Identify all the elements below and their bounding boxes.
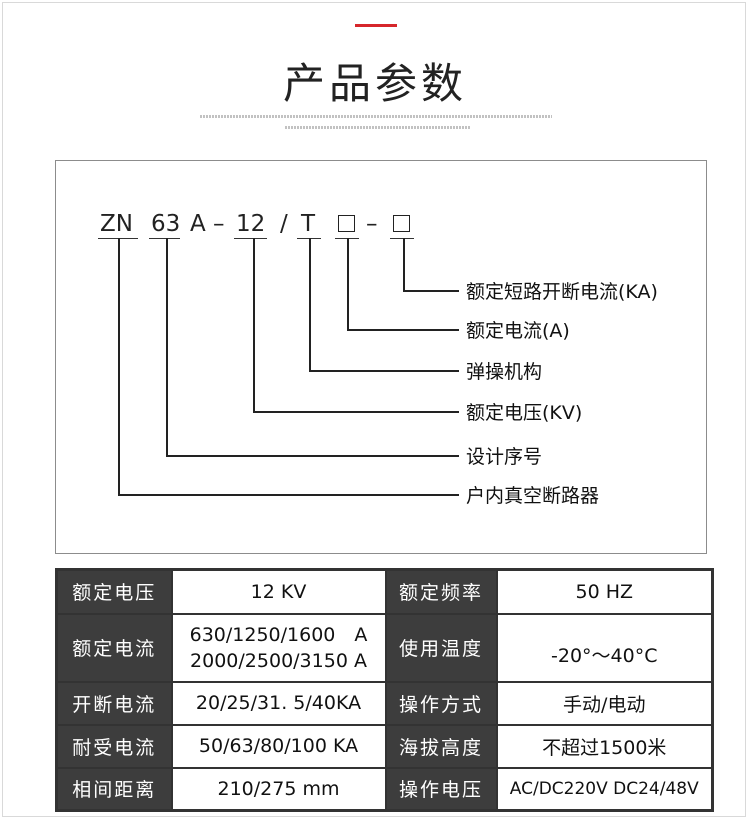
leader-line xyxy=(253,238,255,411)
model-code-diagram xyxy=(55,160,707,554)
spec-value: -20°～40°C xyxy=(495,612,714,683)
spec-value: AC/DC220V DC24/48V xyxy=(495,766,714,812)
code-dash: – xyxy=(213,211,225,237)
leader-line xyxy=(347,238,349,329)
spec-value: 630/1250/1600 A 2000/2500/3150 A xyxy=(170,612,387,683)
code-dash: – xyxy=(366,211,378,237)
desc-design-number: 设计序号 xyxy=(466,446,543,468)
code-design-number: 63 xyxy=(151,211,181,237)
code-series: ZN xyxy=(100,211,133,237)
leader-line xyxy=(309,370,459,372)
spec-label: 额定电流 xyxy=(55,612,173,683)
leader-line xyxy=(166,238,168,455)
code-current-box xyxy=(338,215,355,232)
spec-value: 12 KV xyxy=(170,568,387,615)
title-accent-bar xyxy=(355,24,397,27)
leader-line xyxy=(347,329,459,331)
page-title: 产品参数 xyxy=(282,59,467,108)
leader-line xyxy=(118,494,459,496)
spec-label: 操作电压 xyxy=(384,766,498,812)
decorative-subline xyxy=(200,115,552,118)
code-breaking-current-box xyxy=(393,215,410,232)
code-underline xyxy=(149,238,180,239)
decorative-subline xyxy=(285,126,470,129)
spec-table: 额定电压 12 KV 额定频率 50 HZ 额定电流 630/1250/1600… xyxy=(55,568,714,812)
leader-line xyxy=(118,238,120,494)
desc-breaking-current: 额定短路开断电流(KA) xyxy=(466,281,658,303)
spec-value-line: 630/1250/1600 A xyxy=(189,623,368,646)
code-underline xyxy=(390,238,414,239)
table-row: 额定电流 630/1250/1600 A 2000/2500/3150 A 使用… xyxy=(55,612,714,683)
spec-value: 50/63/80/100 KA xyxy=(170,723,387,769)
leader-line xyxy=(309,238,311,370)
spec-label: 海拔高度 xyxy=(384,723,498,769)
table-row: 额定电压 12 KV 额定频率 50 HZ xyxy=(55,568,714,615)
leader-line xyxy=(166,455,459,457)
desc-mechanism: 弹操机构 xyxy=(466,361,543,383)
spec-label: 额定频率 xyxy=(384,568,498,615)
code-underline xyxy=(234,238,267,239)
spec-value: 50 HZ xyxy=(495,568,714,615)
spec-value: 手动/电动 xyxy=(495,680,714,726)
spec-label: 开断电流 xyxy=(55,680,173,726)
spec-label: 额定电压 xyxy=(55,568,173,615)
desc-breaker-type: 户内真空断路器 xyxy=(466,485,600,507)
spec-value: 不超过1500米 xyxy=(495,723,714,769)
spec-value: 20/25/31. 5/40KA xyxy=(170,680,387,726)
spec-label: 相间距离 xyxy=(55,766,173,812)
leader-line xyxy=(403,238,405,290)
code-mechanism: T xyxy=(301,211,316,237)
table-row: 相间距离 210/275 mm 操作电压 AC/DC220V DC24/48V xyxy=(55,766,714,812)
table-row: 开断电流 20/25/31. 5/40KA 操作方式 手动/电动 xyxy=(55,680,714,726)
code-variant: A xyxy=(190,211,206,237)
table-row: 耐受电流 50/63/80/100 KA 海拔高度 不超过1500米 xyxy=(55,723,714,769)
spec-value: 210/275 mm xyxy=(170,766,387,812)
desc-rated-voltage: 额定电压(KV) xyxy=(466,402,583,424)
code-slash: / xyxy=(280,211,288,237)
spec-label: 使用温度 xyxy=(384,612,498,683)
leader-line xyxy=(253,411,459,413)
code-voltage: 12 xyxy=(236,211,266,237)
leader-line xyxy=(403,290,459,292)
desc-rated-current: 额定电流(A) xyxy=(466,320,570,342)
spec-value-line: 2000/2500/3150 A xyxy=(190,649,367,672)
spec-label: 操作方式 xyxy=(384,680,498,726)
spec-label: 耐受电流 xyxy=(55,723,173,769)
